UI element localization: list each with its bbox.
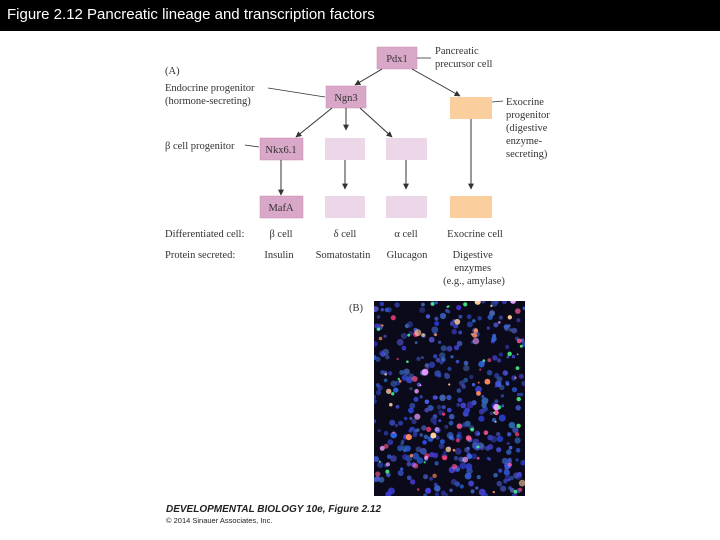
nkx61-label: Nkx6.1 <box>265 145 296 156</box>
credit: DEVELOPMENTAL BIOLOGY 10e, Figure 2.12 ©… <box>166 504 381 525</box>
delta-progenitor-box <box>325 138 365 160</box>
exocrine-progenitor-box <box>450 97 492 119</box>
somatostatin-label: Somatostatin <box>316 250 372 261</box>
glucagon-label: Glucagon <box>387 250 429 261</box>
digestive-enzymes-label: Digestive enzymes (e.g., amylase) <box>443 250 505 287</box>
delta-cell-label: δ cell <box>334 229 357 240</box>
beta-cell-label: β cell <box>269 229 292 240</box>
ngn3-label: Ngn3 <box>334 93 357 104</box>
title-bar: Figure 2.12 Pancreatic lineage and trans… <box>0 0 720 31</box>
mafa-box <box>259 195 304 219</box>
differentiated-cell-label: Differentiated cell: <box>165 229 244 240</box>
pointer-beta-progenitor <box>244 144 260 148</box>
arrow-pdx1-exocrine <box>411 68 461 97</box>
pointer-exocrine <box>491 100 504 103</box>
panel-b-label: (B) <box>349 303 364 314</box>
exocrine-cell-label: Exocrine cell <box>447 229 503 240</box>
arrow-ngn3-alpha <box>359 107 393 138</box>
pointer-endocrine <box>267 87 326 98</box>
endocrine-annotation: Endocrine progenitor (hormone-secreting) <box>165 83 257 107</box>
protein-secreted-label: Protein secreted: <box>165 250 235 261</box>
figure-title: Figure 2.12 Pancreatic lineage and trans… <box>7 6 375 23</box>
credit-copyright: © 2014 Sinauer Associates, Inc. <box>166 516 273 525</box>
beta-progenitor-annotation: β cell progenitor <box>165 141 235 152</box>
arrow-pdx1-ngn3 <box>354 68 383 86</box>
pancreatic-annotation: Pancreatic precursor cell <box>435 46 493 70</box>
credit-title: DEVELOPMENTAL BIOLOGY 10e, Figure 2.12 <box>166 504 382 515</box>
alpha-progenitor-box <box>386 138 427 160</box>
exocrine-annotation: Exocrine progenitor (digestive enzyme- s… <box>506 97 552 160</box>
arrow-ngn3-nkx61 <box>295 107 333 138</box>
alpha-cell-label: α cell <box>394 229 417 240</box>
exocrine-cell-box <box>450 196 492 218</box>
delta-cell-box <box>325 196 365 218</box>
panel-a-label: (A) <box>165 66 180 77</box>
pdx1-label: Pdx1 <box>386 54 408 65</box>
fluorescence-micrograph <box>374 301 525 496</box>
insulin-label: Insulin <box>264 250 294 261</box>
alpha-cell-box <box>386 196 427 218</box>
mafa-label: MafA <box>268 203 293 214</box>
